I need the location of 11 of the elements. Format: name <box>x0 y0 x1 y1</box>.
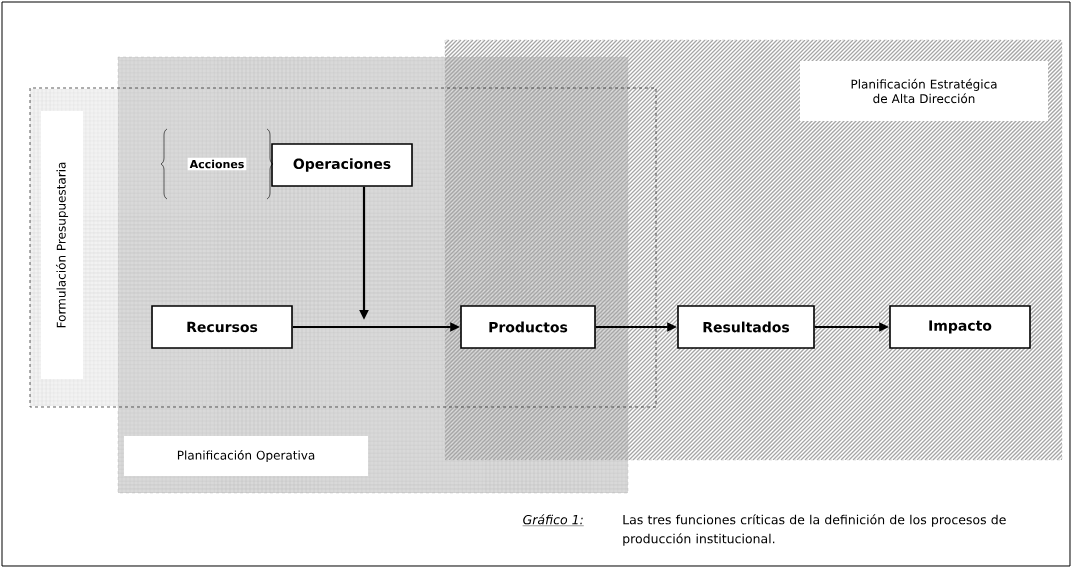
caption: Las tres funciones críticas de la definición de los procesos de producción institucional. <box>623 514 1006 546</box>
process-box: Impacto <box>889 305 1031 349</box>
process-box: Resultados <box>677 305 815 349</box>
band-label: Formulación Presupuestaria <box>41 111 83 379</box>
braced-label: Acciones <box>160 128 274 200</box>
figure-number: Gráfico 1: <box>522 514 584 526</box>
process-box: Operaciones <box>271 143 413 187</box>
band-label: Planificación Estratégica de Alta Dirección <box>800 61 1048 121</box>
process-box: Productos <box>460 305 596 349</box>
process-box: Recursos <box>151 305 293 349</box>
band-label: Planificación Operativa <box>124 436 368 476</box>
